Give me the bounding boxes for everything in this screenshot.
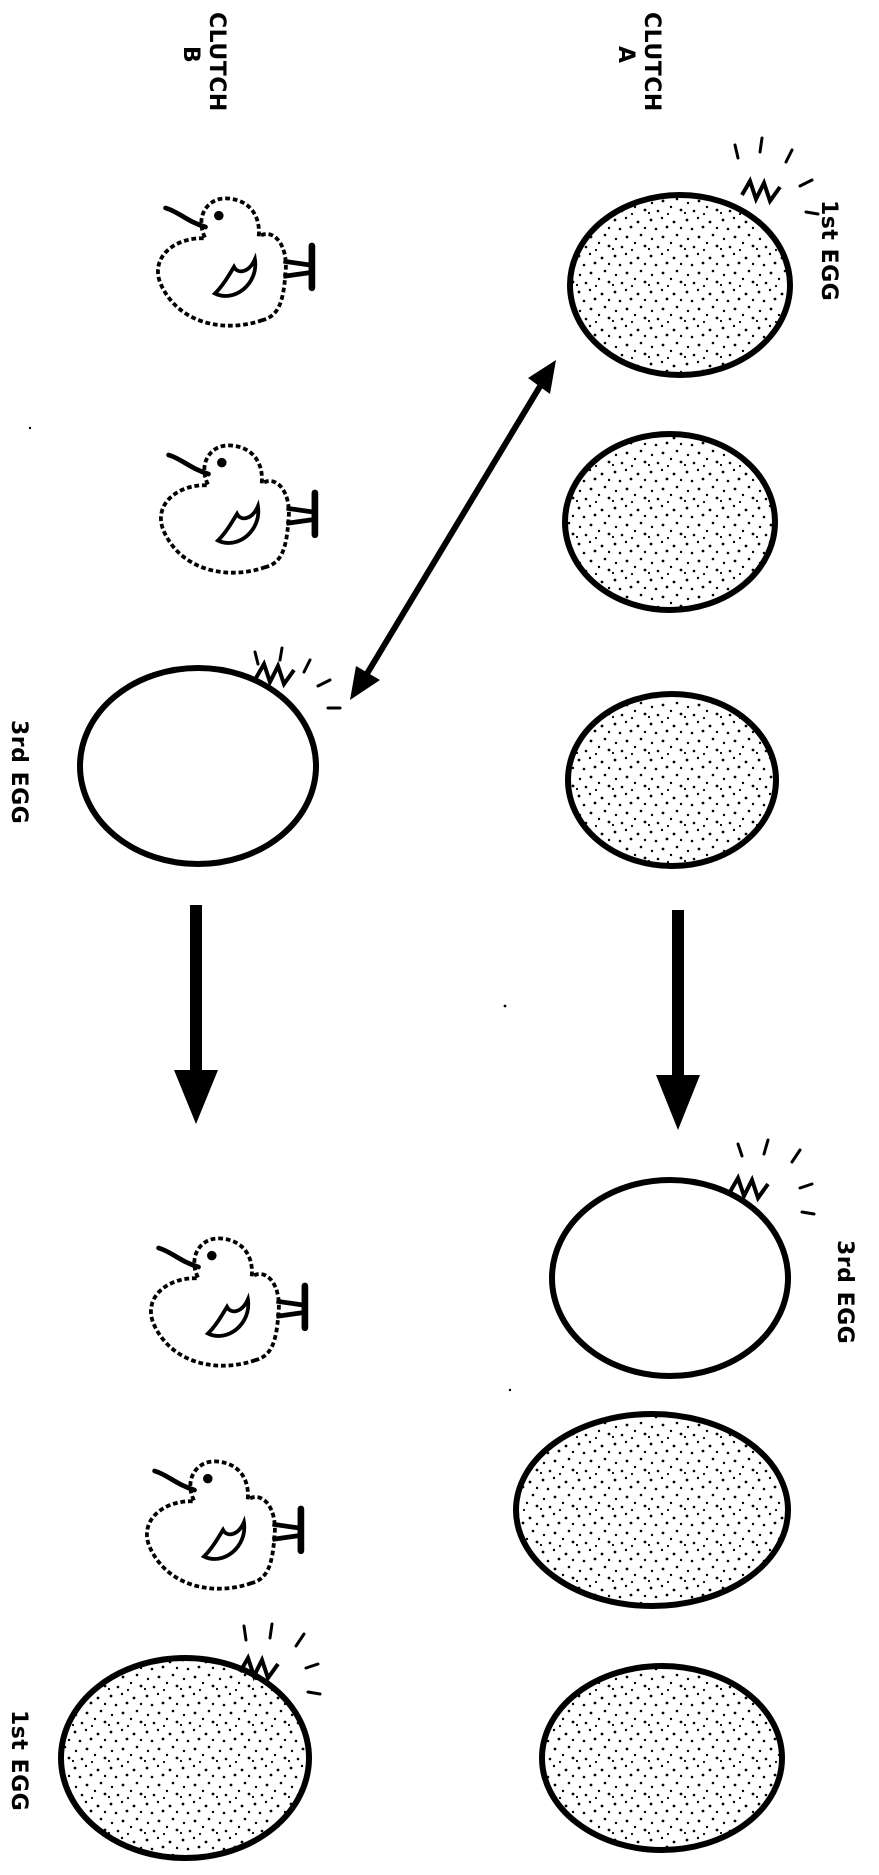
clutch-a-first-egg-label: 1st EGG bbox=[816, 200, 841, 301]
speck bbox=[29, 427, 31, 429]
clutch-b-first-egg-label: 1st EGG bbox=[6, 1710, 31, 1811]
clutch-a-third-egg-hatching-after bbox=[552, 1140, 814, 1376]
clutch-b-chick-2 bbox=[161, 445, 315, 572]
clutch-a-down-arrow bbox=[656, 910, 700, 1130]
svg-text:CLUTCH: CLUTCH bbox=[204, 12, 229, 112]
svg-text:CLUTCH: CLUTCH bbox=[639, 12, 664, 112]
speck bbox=[504, 1005, 507, 1008]
svg-text:B: B bbox=[178, 46, 203, 63]
clutch-b-first-egg-hatching-after bbox=[61, 1624, 320, 1858]
clutch-b-third-egg-label: 3rd EGG bbox=[6, 720, 31, 824]
clutch-a-label: CLUTCH A bbox=[613, 12, 664, 112]
hatch-marks bbox=[735, 138, 818, 214]
clutch-b-chick-1-after bbox=[151, 1238, 305, 1365]
clutch-b-third-egg-hatching bbox=[80, 648, 340, 864]
clutch-a-first-egg-after bbox=[542, 1666, 782, 1850]
svg-text:A: A bbox=[613, 46, 638, 64]
speck bbox=[509, 1389, 511, 1391]
clutch-b-down-arrow bbox=[174, 905, 218, 1124]
clutch-b-label: CLUTCH B bbox=[178, 12, 229, 112]
swap-double-arrow bbox=[350, 360, 556, 700]
clutch-a-second-egg bbox=[565, 434, 775, 610]
clutch-a-third-egg-label: 3rd EGG bbox=[832, 1240, 857, 1344]
clutch-b-chick-1 bbox=[158, 198, 312, 325]
clutch-a-third-egg bbox=[568, 694, 776, 866]
clutch-a-second-egg-after bbox=[516, 1414, 788, 1606]
clutch-b-chick-2-after bbox=[147, 1461, 301, 1588]
clutch-a-first-egg-hatching bbox=[570, 138, 818, 375]
